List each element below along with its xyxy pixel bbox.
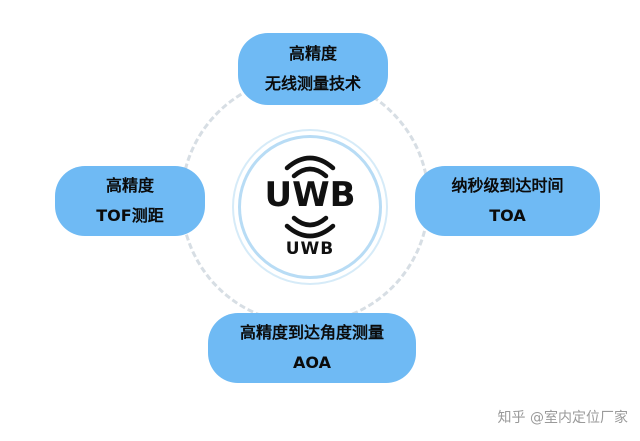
node-top-line2: 无线测量技术 [264,74,361,93]
uwb-center-circle: UWB UWB [238,135,382,279]
signal-arc-outer-top [284,155,336,171]
signal-arc-outer-bottom [284,223,336,239]
node-right-line2: TOA [489,206,526,225]
signal-arc-inner-bottom [291,215,329,228]
logo-text: UWB [264,175,355,215]
node-top-line1: 高精度 [288,44,337,63]
node-left-line1: 高精度 [105,176,154,195]
node-bottom-line2: AOA [293,353,331,372]
uwb-logo-icon: UWB [264,155,356,239]
node-bottom-line1: 高精度到达角度测量 [239,323,384,342]
node-aoa: 高精度到达角度测量 AOA [208,313,416,383]
node-right-line1: 纳秒级到达时间 [451,176,564,195]
signal-arc-inner-top [291,166,329,179]
node-wireless-measurement: 高精度 无线测量技术 [238,33,388,105]
node-tof-ranging: 高精度 TOF测距 [55,166,205,236]
node-left-line2: TOF测距 [96,206,164,225]
watermark: 知乎 @室内定位厂家 [497,410,628,426]
center-caption: UWB [285,239,335,259]
node-toa: 纳秒级到达时间 TOA [415,166,600,236]
